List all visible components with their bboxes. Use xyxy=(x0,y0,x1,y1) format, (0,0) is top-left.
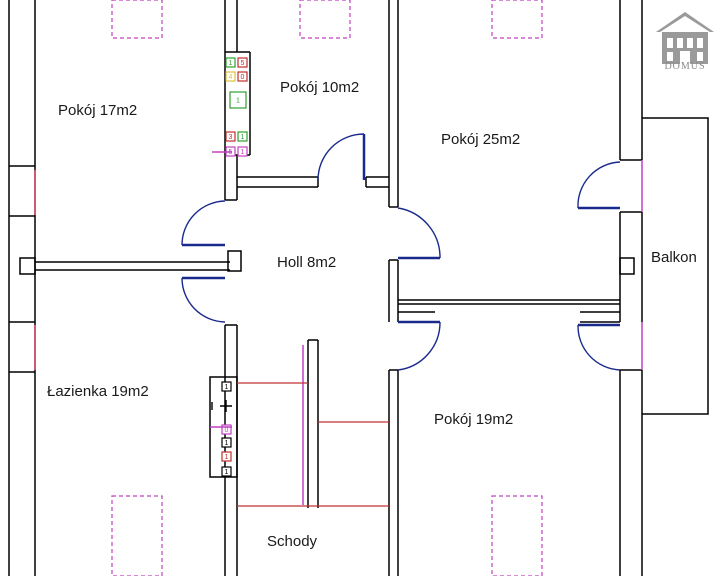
outlet-box xyxy=(221,466,232,477)
balcony-outline xyxy=(642,117,709,415)
outlet-box xyxy=(221,437,232,448)
outlet-mark: 3 xyxy=(229,134,233,141)
outlet-box xyxy=(237,57,248,68)
outlet-box xyxy=(221,451,232,462)
door-swings xyxy=(181,133,621,371)
outlet-mark: 1 xyxy=(229,60,233,67)
room-label-pokoj-17: Pokój 17m2 xyxy=(58,102,138,119)
outlet-mark: 1 xyxy=(241,134,245,141)
room-label-balkon: Balkon xyxy=(651,249,697,266)
domus-logo-icon xyxy=(656,12,714,64)
outlet-mark: 0 xyxy=(225,427,229,434)
room-label-holl: Holl 8m2 xyxy=(277,254,337,271)
room-label-lazienka: Łazienka 19m2 xyxy=(47,383,149,400)
outlet-mark: 0 xyxy=(241,74,245,81)
logo-text: DOMUS xyxy=(664,61,706,72)
outlet-mark: 1 xyxy=(225,384,229,391)
outlet-box xyxy=(221,424,232,435)
outlet-box xyxy=(221,381,232,392)
room-label-pokoj-19: Pokój 19m2 xyxy=(434,411,514,428)
skylights xyxy=(111,0,543,576)
outer-walls xyxy=(8,0,36,576)
room-label-schody: Schody xyxy=(267,533,318,550)
room-label-pokoj-10: Pokój 10m2 xyxy=(280,79,360,96)
outlet-box xyxy=(225,71,236,82)
outlet-box xyxy=(237,71,248,82)
room-label-pokoj-25: Pokój 25m2 xyxy=(441,131,521,148)
outlet-mark: 1 xyxy=(225,440,229,447)
outlet-mark: 1 xyxy=(241,149,245,156)
outlet-mark: 1 xyxy=(236,98,240,105)
outlet-box xyxy=(237,131,248,142)
outlet-box xyxy=(237,146,248,157)
fittings xyxy=(210,151,232,428)
outlet-mark: 4 xyxy=(229,74,233,81)
outlet-mark: 1 xyxy=(225,454,229,461)
switch-symbol xyxy=(211,400,232,412)
outlet-box xyxy=(229,91,247,109)
outlet-mark: 5 xyxy=(241,60,245,67)
outlet-box xyxy=(225,131,236,142)
outlet-box xyxy=(225,57,236,68)
stairs xyxy=(237,339,389,508)
outlet-mark: 1 xyxy=(225,469,229,476)
